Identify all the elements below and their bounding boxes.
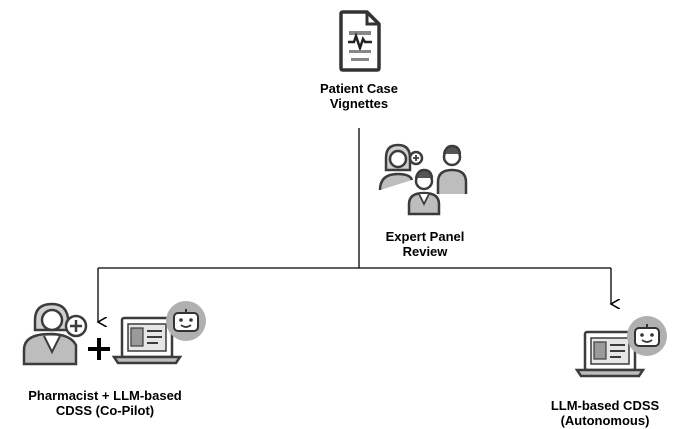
plus-icon [88, 338, 110, 360]
connector-lines [98, 128, 611, 269]
robot-icon [627, 316, 667, 356]
copilot-label-line1: Pharmacist + LLM-based [28, 388, 182, 403]
copilot-label: Pharmacist + LLM-based CDSS (Co-Pilot) [0, 388, 210, 418]
copilot-label-line2: CDSS (Co-Pilot) [55, 403, 155, 418]
doctors-group-icon [378, 143, 468, 216]
document-icon [339, 10, 381, 72]
vignettes-label-line2: Vignettes [329, 96, 389, 111]
pharmacist-icon [22, 302, 88, 366]
laptop-icon [111, 316, 183, 365]
autonomous-label: LLM-based CDSS (Autonomous) [535, 398, 675, 428]
robot-icon [166, 301, 206, 341]
vignettes-label: Patient Case Vignettes [299, 81, 419, 111]
panel-label-line2: Review [402, 244, 448, 259]
panel-label: Expert Panel Review [365, 229, 485, 259]
autonomous-label-line1: LLM-based CDSS [550, 398, 660, 413]
vignettes-label-line1: Patient Case [319, 81, 399, 96]
panel-label-line1: Expert Panel [385, 229, 465, 244]
autonomous-label-line2: (Autonomous) [560, 413, 650, 428]
